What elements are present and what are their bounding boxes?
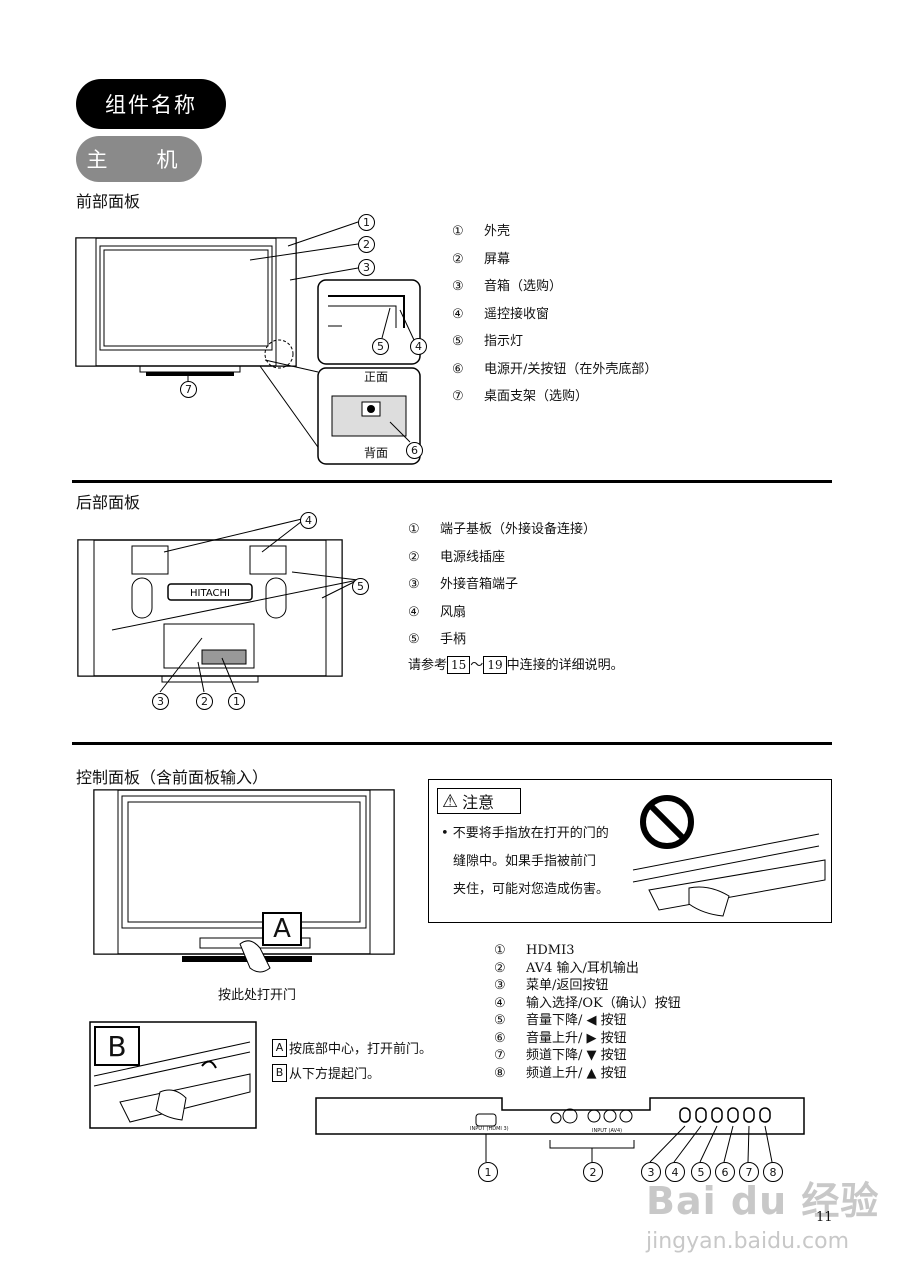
section-title: 组件名称	[76, 79, 226, 129]
page-number: 11	[816, 1210, 833, 1225]
callout-7: 7	[180, 381, 197, 398]
callout-4: 4	[665, 1162, 685, 1182]
callout-2: 2	[358, 236, 375, 253]
callout-2: 2	[583, 1162, 603, 1182]
page-ref-15: 15	[447, 656, 471, 674]
brand-logo: HITACHI	[190, 588, 230, 599]
hdmi-label: INPUT (HDMI 3)	[470, 1126, 509, 1132]
door-hand-illustration	[632, 833, 826, 917]
callout-1: 1	[228, 693, 245, 710]
callout-5: 5	[352, 578, 369, 595]
callout-4: 4	[410, 338, 427, 355]
callout-1: 1	[478, 1162, 498, 1182]
open-here-caption: 按此处打开门	[218, 988, 297, 1003]
letter-b-box: B	[94, 1026, 140, 1066]
callout-6: 6	[715, 1162, 735, 1182]
door-lift-illustration	[89, 1021, 257, 1129]
front-panel-diagram	[75, 221, 421, 465]
rear-panel-diagram: HITACHI	[77, 517, 359, 693]
callout-5: 5	[691, 1162, 711, 1182]
caution-title: ⚠注意	[437, 788, 521, 814]
callout-5: 5	[372, 338, 389, 355]
letter-a-box: A	[262, 912, 302, 946]
control-strip-diagram	[315, 1097, 805, 1163]
control-panel-heading: 控制面板（含前面板输入）	[76, 768, 269, 787]
prohibited-icon	[640, 795, 694, 849]
callout-3: 3	[152, 693, 169, 710]
callout-7: 7	[739, 1162, 759, 1182]
callout-4: 4	[300, 512, 317, 529]
callout-2: 2	[196, 693, 213, 710]
front-panel-heading: 前部面板	[76, 192, 141, 211]
back-side-label: 背面	[364, 446, 389, 460]
callout-3: 3	[641, 1162, 661, 1182]
av4-label: INPUT (AV4)	[592, 1128, 623, 1134]
rear-panel-heading: 后部面板	[76, 493, 141, 512]
control-tv-diagram	[93, 789, 395, 973]
callout-1: 1	[358, 214, 375, 231]
front-side-label: 正面	[364, 370, 389, 384]
callout-3: 3	[358, 259, 375, 276]
caution-text: • 不要将手指放在打开的门的 缝隙中。如果手指被前门 夹住，可能对您造成伤害。	[441, 826, 610, 897]
page-ref-19: 19	[483, 656, 507, 674]
divider	[72, 480, 832, 483]
divider	[72, 742, 832, 745]
caution-box: ⚠注意 • 不要将手指放在打开的门的 缝隙中。如果手指被前门 夹住，可能对您造成…	[428, 779, 832, 923]
warning-icon: ⚠	[442, 790, 459, 812]
subsection-title: 主 机	[76, 136, 202, 182]
baidu-watermark: Bai du 经验 jingyan.baidu.com	[646, 1179, 880, 1254]
callout-8: 8	[763, 1162, 783, 1182]
callout-6: 6	[406, 442, 423, 459]
